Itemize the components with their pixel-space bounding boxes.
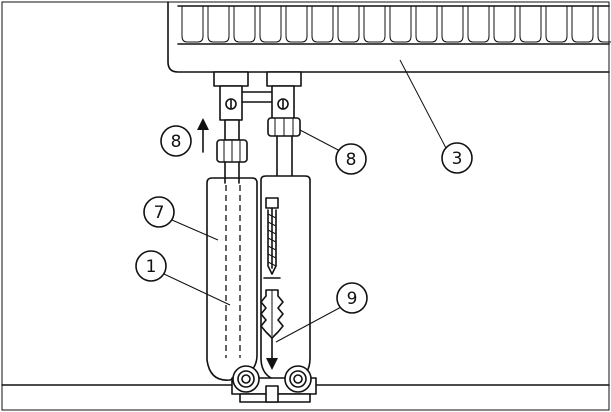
leader-lines [163, 59, 448, 343]
radiator-fin [389, 6, 412, 43]
radiator-fin [207, 6, 230, 43]
radiator-fin [233, 6, 256, 43]
callout-8-right: 8 [335, 143, 367, 175]
valve-block [213, 71, 302, 141]
callout-1: 1 [135, 250, 167, 282]
floor-fittings [231, 365, 317, 403]
radiator-fin [545, 6, 568, 43]
radiator-fin [337, 6, 360, 43]
pipes [224, 135, 293, 181]
left-compression-nut [216, 139, 248, 163]
callout-8-left-label: 8 [171, 132, 182, 152]
callout-3: 3 [441, 142, 473, 174]
screw-and-dowel [260, 197, 284, 370]
callout-9: 9 [336, 282, 368, 314]
callout-7: 7 [143, 196, 175, 228]
callout-1-label: 1 [146, 257, 157, 277]
radiator [167, 1, 611, 73]
radiator-fin [467, 6, 490, 43]
radiator-fin [519, 6, 542, 43]
callout-8-left: 8 [160, 125, 192, 157]
radiator-fin [259, 6, 282, 43]
radiator-fin [363, 6, 386, 43]
radiator-fin [493, 6, 516, 43]
radiator-fin [285, 6, 308, 43]
radiator-fin [597, 6, 611, 43]
cover-sleeves [206, 175, 311, 381]
callout-3-label: 3 [452, 149, 463, 169]
radiator-fin [181, 6, 204, 43]
radiator-fin [415, 6, 438, 43]
radiator-fin [571, 6, 594, 43]
callout-7-label: 7 [154, 203, 165, 223]
callout-8-right-label: 8 [346, 150, 357, 170]
radiator-fin [311, 6, 334, 43]
radiator-fin [441, 6, 464, 43]
callout-9-label: 9 [347, 289, 358, 309]
up-arrow [197, 118, 209, 153]
